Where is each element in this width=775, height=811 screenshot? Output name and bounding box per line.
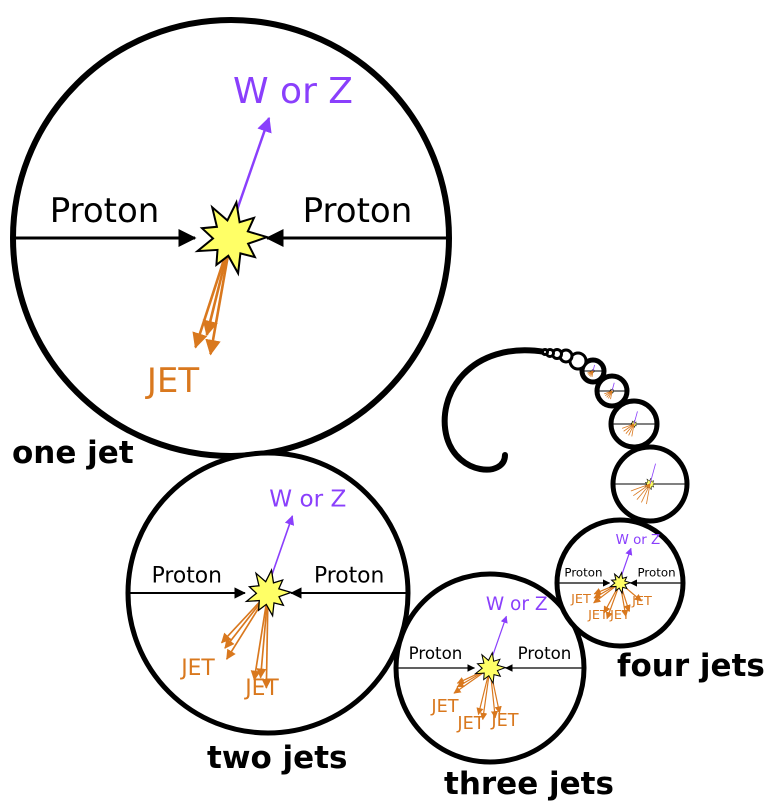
boson-arrow [235,116,272,211]
boson-label: W or Z [269,486,346,512]
jet-arrow [476,673,490,716]
right-proton-label: Proton [314,564,384,589]
caption-four-jets: four jets [617,648,765,684]
jet-arrow [192,250,228,349]
tiny-event-circle [608,398,660,450]
jet-arrow [205,251,230,356]
collision-star [608,571,633,595]
caption-two-jets: two jets [207,740,347,776]
jet-label: JET [456,714,484,734]
jet-arrow [453,670,486,694]
event-two-jets: Proton Proton W or Z JET JET [125,450,411,736]
jet-label: JET [609,608,630,623]
jet-arrow [605,586,620,620]
jet-label: JET [570,592,591,607]
jet-arrow [225,600,264,660]
jet-arrow [250,601,268,681]
jet-arrow [202,251,229,337]
jet-label: JET [243,676,279,701]
left-proton-label: Proton [50,191,160,231]
boson-label: W or Z [486,594,548,615]
receding-event-circles [541,348,690,524]
jet-label: JET [430,697,458,717]
jet-arrow [261,601,272,689]
right-proton-label: Proton [637,565,675,579]
jet-arrow [593,584,618,604]
jet-label: JET [179,656,215,681]
jet-arrow [256,601,269,679]
collision-star [244,568,294,618]
jet-label: JET [631,594,652,609]
right-proton-label: Proton [518,644,572,663]
tiny-event-circle [594,373,630,409]
jet-label: JET [587,608,608,623]
event-one-jet: Proton Proton W or Z JET [10,17,452,459]
jet-arrow [221,599,263,644]
right-proton-label: Proton [303,191,413,231]
collision-star [473,651,508,685]
tiny-event-circle [610,444,690,524]
jet-arrow [593,584,617,599]
jet-arrow [490,673,499,719]
tiny-event-circle [541,348,549,356]
left-proton-label: Proton [409,644,463,663]
jet-label: JET [490,711,518,731]
caption-three-jets: three jets [444,766,614,802]
jet-label: JET [145,361,200,401]
collision-star [194,199,271,277]
tiny-event-circle [579,357,607,385]
left-proton-label: Proton [564,565,602,579]
caption-one-jet: one jet [12,435,134,471]
boson-arrow [621,547,633,576]
boson-arrow [271,515,295,576]
boson-arrow [492,615,508,657]
left-proton-label: Proton [152,564,222,589]
boson-label: W or Z [616,533,661,548]
spiral-tail [441,347,548,473]
jet-arrow [480,673,490,721]
boson-label: W or Z [233,71,353,112]
